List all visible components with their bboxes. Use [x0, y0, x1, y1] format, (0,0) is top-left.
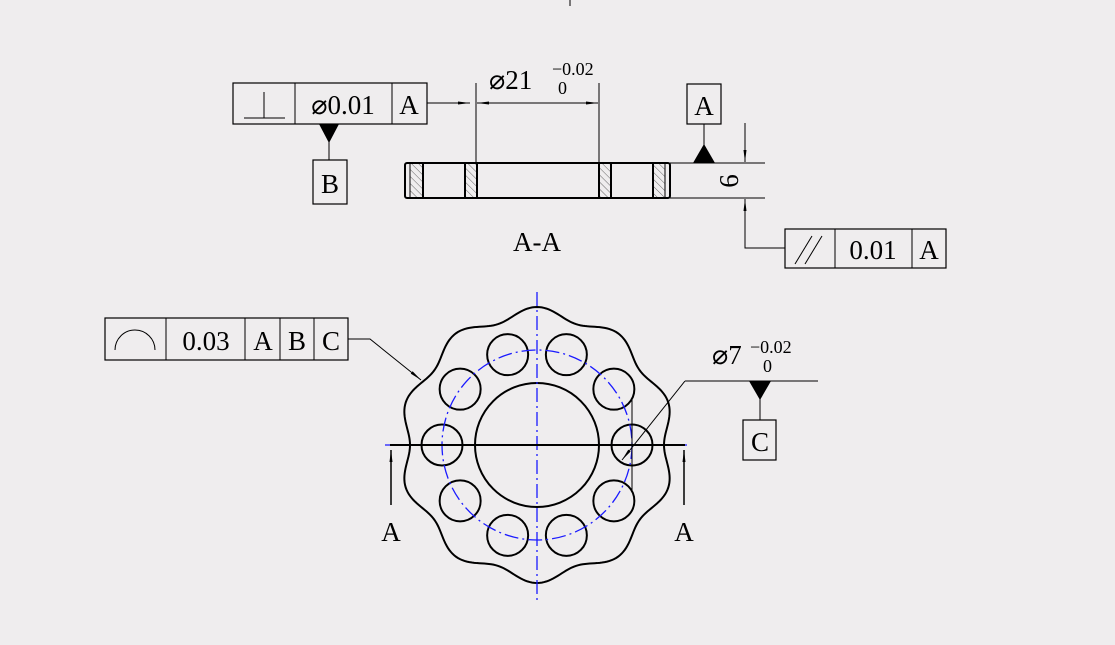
parallelism-datum: A [919, 235, 939, 265]
section-arrow-right-label: A [674, 517, 694, 547]
profile-datum-c: C [322, 326, 340, 356]
perpendicularity-symbol-icon [244, 92, 285, 119]
datum-c-triangle-icon [749, 381, 771, 400]
bolt-hole [544, 333, 588, 377]
diameter-7-nominal: ⌀7 [712, 340, 742, 370]
profile-datum-b: B [288, 326, 306, 356]
bolt-hole [486, 333, 530, 377]
profile-datum-a: A [253, 326, 273, 356]
perpendicularity-tolerance: ⌀0.01 [311, 90, 375, 120]
section-view [404, 162, 671, 199]
thickness-dimension: 6 [714, 174, 744, 188]
parallelism-tolerance: 0.01 [849, 235, 896, 265]
bolt-hole [438, 367, 482, 411]
datum-c-label: C [751, 427, 769, 457]
perpendicularity-datum: A [399, 90, 419, 120]
diameter-21-upper-tolerance: −0.02 [552, 59, 594, 79]
datum-b-label: B [321, 169, 339, 199]
datum-b-triangle-icon [319, 124, 339, 143]
section-arrow-left-label: A [381, 517, 401, 547]
profile-symbol-icon [114, 329, 156, 351]
datum-b-box [312, 159, 348, 205]
bolt-hole [486, 513, 530, 557]
parallelism-control-frame: 0.01 A [784, 228, 947, 269]
bolt-hole [592, 479, 636, 523]
diameter-21-lower-tolerance: 0 [558, 78, 567, 98]
top-view [385, 292, 690, 600]
diameter-7-upper-tolerance: −0.02 [750, 337, 792, 357]
profile-control-frame: 0.03 A B C [104, 317, 349, 361]
perpendicularity-control-frame: ⌀0.01 A [232, 82, 428, 125]
bolt-hole [592, 367, 636, 411]
section-label: A-A [513, 227, 561, 257]
diameter-21-nominal: ⌀21 [489, 65, 532, 95]
datum-c-box [742, 419, 777, 461]
datum-a-triangle-icon [693, 144, 715, 163]
parallelism-symbol-icon [794, 235, 823, 265]
datum-a-label: A [694, 91, 714, 121]
profile-tolerance: 0.03 [182, 326, 229, 356]
bolt-hole [544, 513, 588, 557]
bolt-hole [438, 479, 482, 523]
diameter-7-lower-tolerance: 0 [763, 356, 772, 376]
